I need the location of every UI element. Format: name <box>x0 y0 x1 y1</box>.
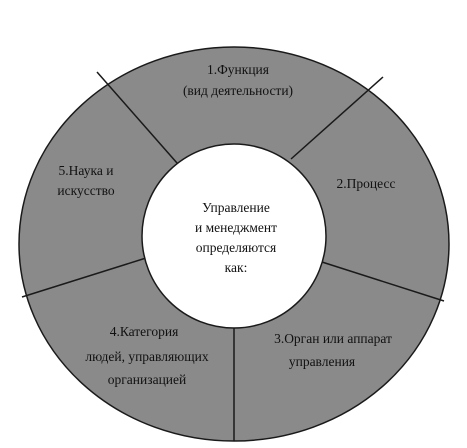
center-line-2: и менеджмент <box>195 220 277 235</box>
segment-organ-line-2: управления <box>289 354 355 369</box>
center-text: Управление и менеджмент определяются как… <box>195 200 277 275</box>
segment-category-line-3: организацией <box>108 372 186 387</box>
segment-category-line-2: людей, управляющих <box>85 349 209 364</box>
divider-function-process <box>290 76 384 160</box>
divider-category-science <box>21 257 147 298</box>
center-line-3: определяются <box>196 240 277 255</box>
segment-function: 1.Функция (вид деятельности) <box>183 62 293 98</box>
segment-function-line-2: (вид деятельности) <box>183 83 293 98</box>
segment-category-line-1: 4.Категория <box>110 324 179 339</box>
center-line-4: как: <box>225 260 248 275</box>
divider-function-science <box>96 71 178 164</box>
segment-organ: 3.Орган или аппарат управления <box>274 331 392 369</box>
segment-process: 2.Процесс <box>337 176 396 191</box>
segment-process-line-1: 2.Процесс <box>337 176 396 191</box>
segment-organ-line-1: 3.Орган или аппарат <box>274 331 392 346</box>
segment-science-line-1: 5.Наука и <box>59 163 114 178</box>
divider-process-organ <box>321 261 445 302</box>
center-circle <box>141 143 327 329</box>
segment-science: 5.Наука и искусство <box>57 163 114 198</box>
segment-function-line-1: 1.Функция <box>207 62 269 77</box>
center-line-1: Управление <box>202 200 270 215</box>
segment-category: 4.Категория людей, управляющих организац… <box>85 324 209 387</box>
segment-science-line-2: искусство <box>57 183 114 198</box>
